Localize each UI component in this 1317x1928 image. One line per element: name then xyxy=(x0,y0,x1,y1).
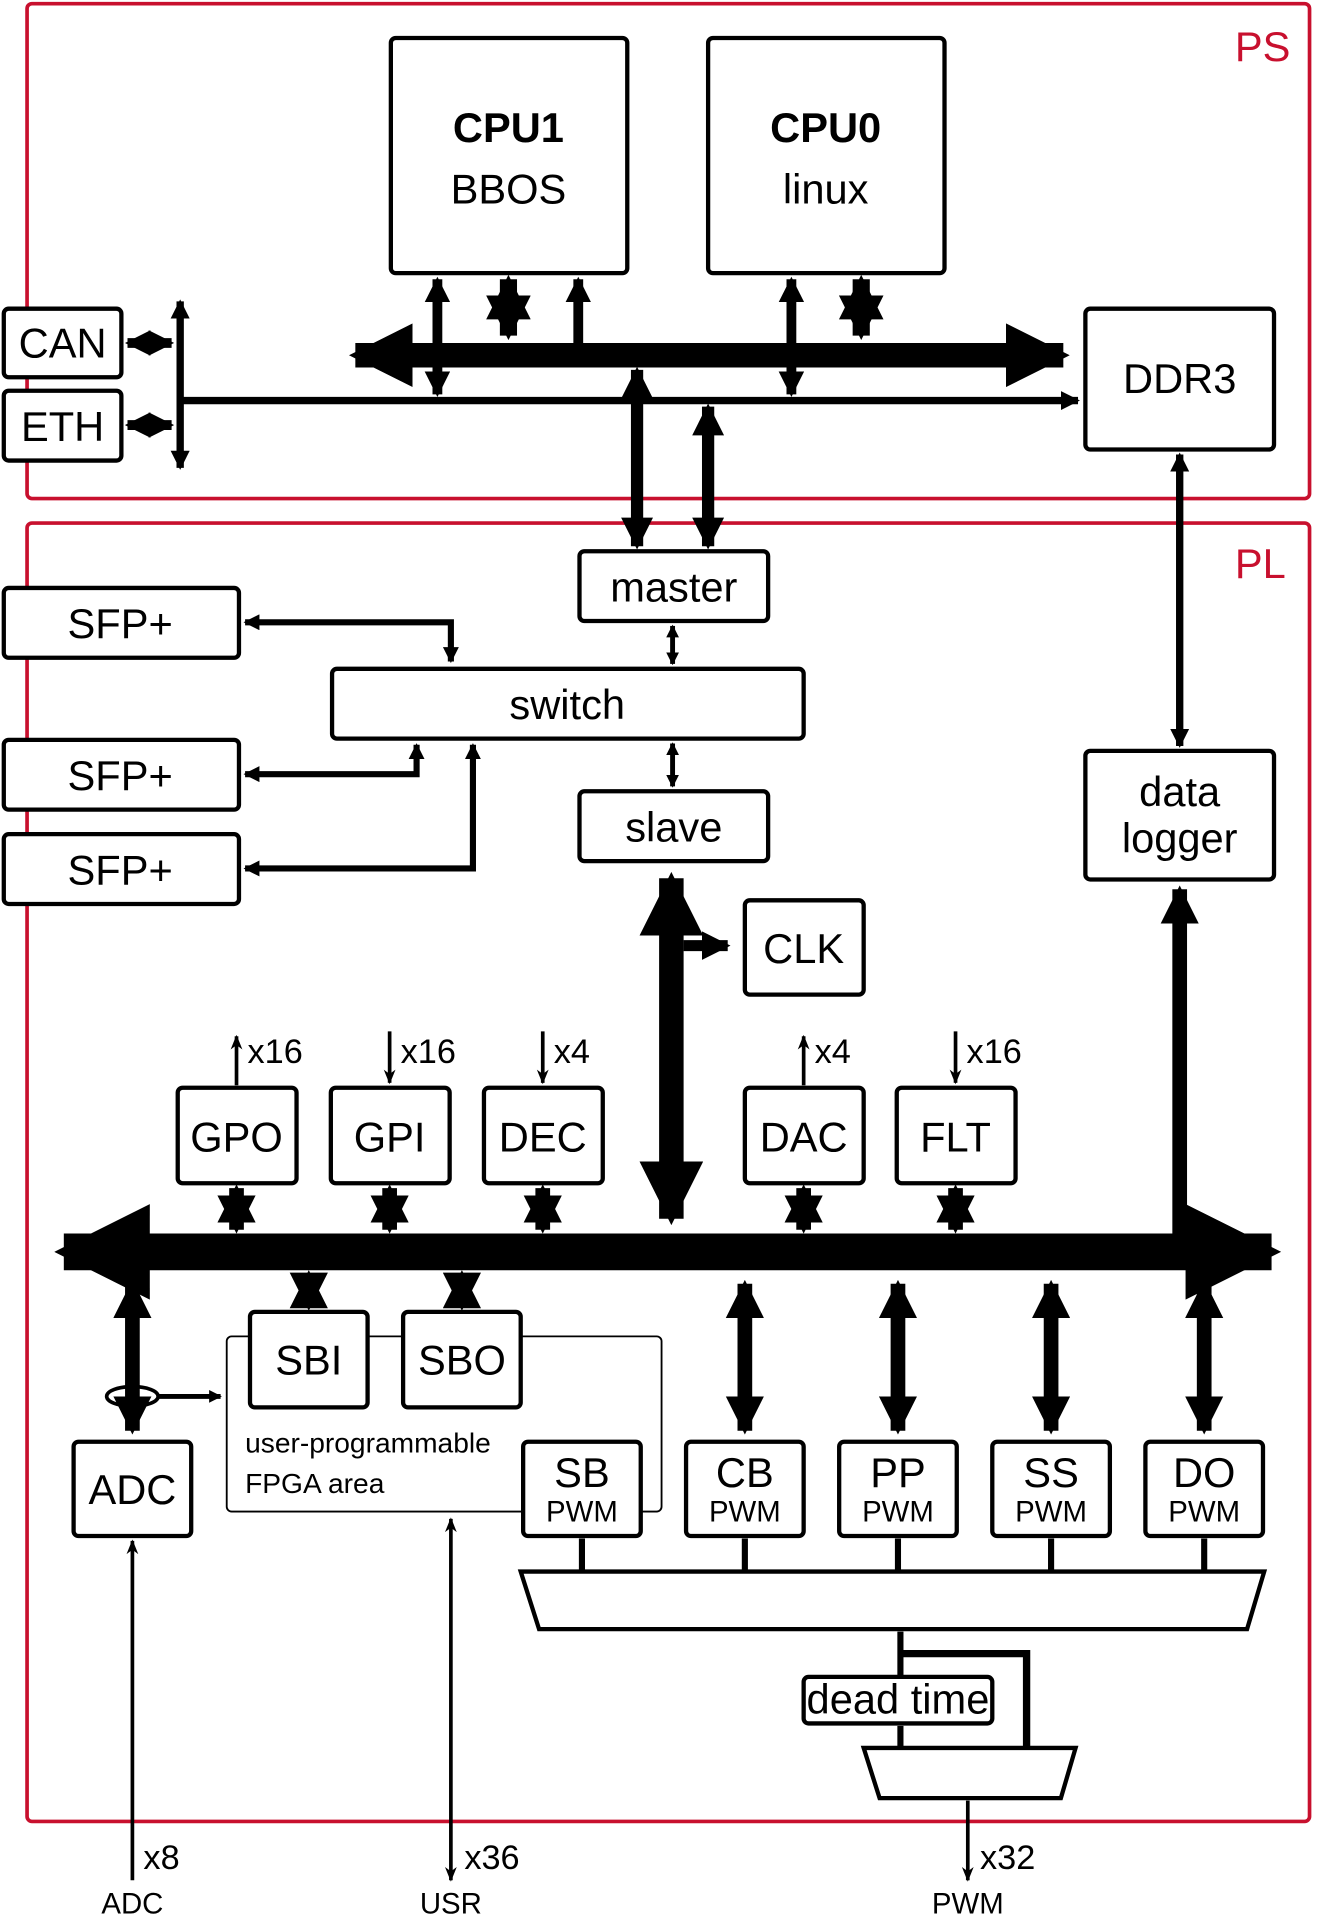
clk-block: CLK xyxy=(742,898,866,997)
flt-block: FLT xyxy=(894,1085,1018,1186)
pl-label: PL xyxy=(1235,540,1286,587)
sfp1-link xyxy=(243,614,459,664)
pwm-sub: PWM xyxy=(862,1495,934,1528)
dac-label: DAC xyxy=(760,1113,848,1160)
sbi-label: SBI xyxy=(275,1336,342,1383)
ddr3-label: DDR3 xyxy=(1123,355,1236,402)
fpga-area-line2: FPGA area xyxy=(245,1467,385,1499)
sbo-label: SBO xyxy=(418,1336,506,1383)
dac-block: DAC xyxy=(742,1085,866,1186)
dac-count: x4 xyxy=(815,1033,851,1071)
fpga-area-line1: user-programmable xyxy=(245,1427,491,1459)
sbo-block: SBO xyxy=(400,1309,523,1410)
ddr3-block: DDR3 xyxy=(1083,306,1277,452)
sfp2-link xyxy=(243,743,425,783)
cpu1-title: CPU1 xyxy=(453,104,564,151)
dec-count: x4 xyxy=(554,1033,590,1071)
data-logger-block: data logger xyxy=(1083,748,1277,882)
usr-output-name: USR xyxy=(420,1887,482,1920)
pwm-label: SS xyxy=(1023,1449,1079,1496)
can-label: CAN xyxy=(19,320,107,367)
ps-label: PS xyxy=(1235,23,1291,70)
pwm-mux xyxy=(517,1569,1268,1632)
pwm-label: CB xyxy=(716,1449,774,1496)
sfp-block-1: SFP+ xyxy=(1,585,242,660)
switch-label: switch xyxy=(509,681,625,728)
sfp-block-3: SFP+ xyxy=(1,832,242,907)
gpi-block: GPI xyxy=(328,1085,452,1186)
sfp-label: SFP+ xyxy=(68,846,173,893)
dead-time-label: dead time xyxy=(807,1676,990,1723)
pwm-mux-links xyxy=(578,1538,1208,1572)
deadtime-bypass-link xyxy=(900,1649,1031,1748)
dec-block: DEC xyxy=(481,1085,605,1186)
gpi-count: x16 xyxy=(401,1033,456,1071)
adc-label: ADC xyxy=(88,1466,176,1513)
pwm-sub: PWM xyxy=(1168,1495,1240,1528)
can-block: CAN xyxy=(1,306,124,380)
flt-count: x16 xyxy=(967,1033,1022,1071)
cpu1-sub: BBOS xyxy=(451,165,567,212)
gpo-label: GPO xyxy=(190,1113,283,1160)
dead-time-block: dead time xyxy=(801,1674,995,1726)
data-logger-line1: data xyxy=(1139,768,1221,815)
gpo-block: GPO xyxy=(175,1085,299,1186)
cpu1-block: CPU1 BBOS xyxy=(388,35,630,276)
usr-output-count: x36 xyxy=(464,1839,519,1877)
pwm-sub: PWM xyxy=(546,1495,618,1528)
pwm-sub: PWM xyxy=(1015,1495,1087,1528)
slave-block: slave xyxy=(577,789,771,864)
eth-label: ETH xyxy=(21,403,104,450)
sfp3-link xyxy=(243,743,481,877)
sfp-label: SFP+ xyxy=(68,600,173,647)
gpo-count: x16 xyxy=(248,1033,303,1071)
eth-block: ETH xyxy=(1,388,124,463)
pwm-sub: PWM xyxy=(709,1495,781,1528)
pl-region xyxy=(25,521,1312,1824)
adc-output-name: ADC xyxy=(101,1887,163,1920)
switch-block: switch xyxy=(329,666,806,741)
master-block: master xyxy=(577,549,771,624)
adc-output-count: x8 xyxy=(143,1839,179,1877)
pwm-label: PP xyxy=(870,1449,926,1496)
dec-label: DEC xyxy=(499,1113,587,1160)
ps-region xyxy=(25,1,1312,501)
pwm-output-name: PWM xyxy=(932,1887,1004,1920)
pwm-label: DO xyxy=(1173,1449,1235,1496)
adc-block: ADC xyxy=(71,1439,194,1539)
slave-label: slave xyxy=(625,804,722,851)
sfp-block-2: SFP+ xyxy=(1,737,242,812)
clk-label: CLK xyxy=(763,925,844,972)
cpu0-sub: linux xyxy=(783,165,869,212)
sbi-block: SBI xyxy=(247,1309,370,1410)
master-label: master xyxy=(610,563,737,610)
cpu0-title: CPU0 xyxy=(770,104,881,151)
pwm-output-count: x32 xyxy=(980,1839,1035,1877)
pwm-label: SB xyxy=(554,1449,610,1496)
cpu0-block: CPU0 linux xyxy=(705,35,947,276)
data-logger-line2: logger xyxy=(1122,815,1238,862)
output-mux xyxy=(860,1745,1079,1801)
sfp-label: SFP+ xyxy=(68,752,173,799)
flt-label: FLT xyxy=(920,1113,991,1160)
gpi-label: GPI xyxy=(354,1113,426,1160)
